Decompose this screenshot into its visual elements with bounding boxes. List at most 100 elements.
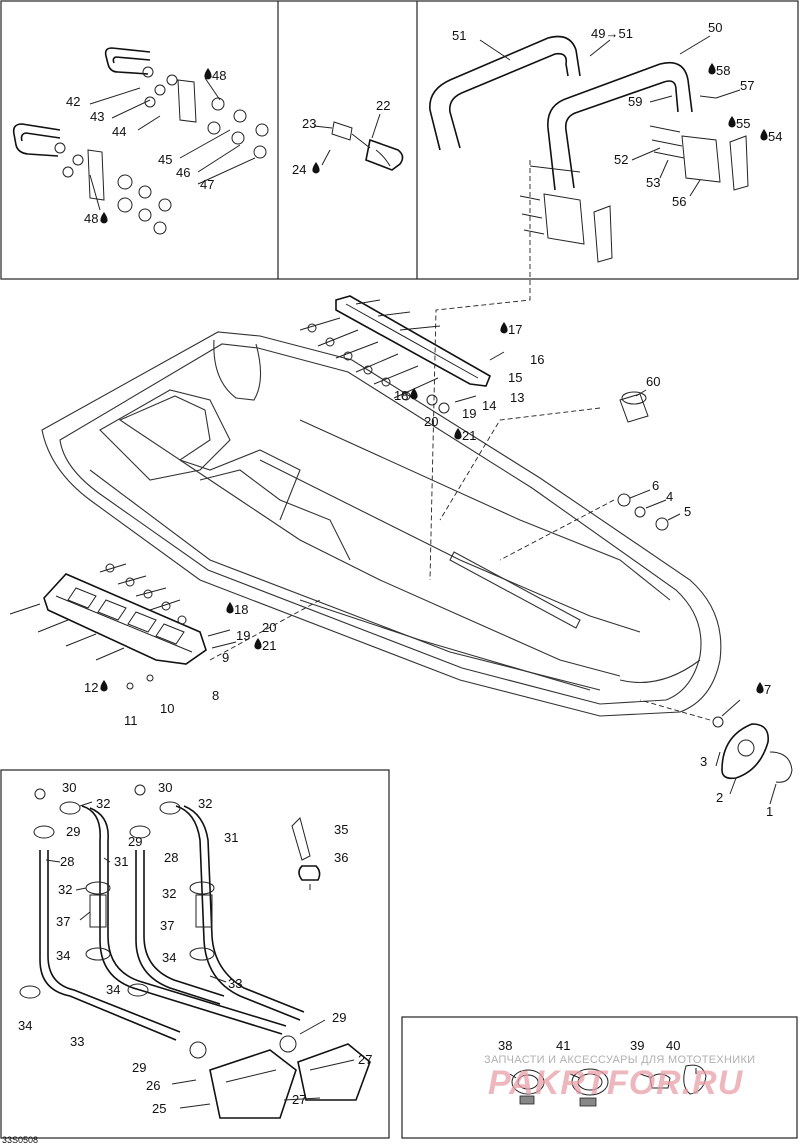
rail-fastener-stack bbox=[426, 351, 505, 414]
callout-16: 16 bbox=[530, 352, 544, 367]
callout-43: 43 bbox=[90, 109, 104, 124]
callout-1: 1 bbox=[766, 804, 773, 819]
callout-21-lower: 21 bbox=[262, 638, 276, 653]
callout-34-left-bottom: 34 bbox=[18, 1018, 32, 1033]
callout-23: 23 bbox=[302, 116, 316, 131]
drop-icon bbox=[728, 116, 736, 128]
callout-29-left: 29 bbox=[66, 824, 80, 839]
callout-20-top: 20 bbox=[424, 414, 438, 429]
watermark-brand: PAKRTFOR.RU bbox=[488, 1064, 744, 1102]
callout-35: 35 bbox=[334, 822, 348, 837]
callout-34-right: 34 bbox=[162, 950, 176, 965]
callout-37-right: 37 bbox=[160, 918, 174, 933]
callout-17: 17 bbox=[508, 322, 522, 337]
callout-8: 8 bbox=[212, 688, 219, 703]
callout-18-top: 18 bbox=[394, 388, 408, 403]
callout-49-51: 49→51 bbox=[591, 26, 633, 41]
drain-plug-part bbox=[619, 389, 649, 423]
callout-27-lower: 27 bbox=[292, 1092, 306, 1107]
callout-15: 15 bbox=[508, 370, 522, 385]
callout-20-lower: 20 bbox=[262, 620, 276, 635]
callout-48-lower: 48 bbox=[84, 211, 98, 226]
drop-icon bbox=[100, 680, 108, 692]
leader-lines-top-left bbox=[89, 77, 256, 211]
callout-29-lower-left: 29 bbox=[132, 1060, 146, 1075]
callout-26: 26 bbox=[146, 1078, 160, 1093]
callout-28-left: 28 bbox=[60, 854, 74, 869]
bailer-hose-routing bbox=[19, 784, 371, 1119]
leader-lines-top-right bbox=[479, 35, 741, 197]
callout-55: 55 bbox=[736, 116, 750, 131]
callout-4: 4 bbox=[666, 489, 673, 504]
callout-36: 36 bbox=[334, 850, 348, 865]
top-rub-rail bbox=[299, 295, 505, 414]
callout-5: 5 bbox=[684, 504, 691, 519]
electrical-connector-assembly bbox=[313, 113, 404, 171]
callout-42: 42 bbox=[66, 94, 80, 109]
washer-group-4-5-6 bbox=[617, 489, 681, 531]
callout-30-right: 30 bbox=[158, 780, 172, 795]
callout-24: 24 bbox=[292, 162, 306, 177]
callout-40: 40 bbox=[666, 1038, 680, 1053]
callout-47: 47 bbox=[200, 177, 214, 192]
callout-50: 50 bbox=[708, 20, 722, 35]
callout-28-right: 28 bbox=[164, 850, 178, 865]
callout-31-right: 31 bbox=[224, 830, 238, 845]
bolts-top-right bbox=[519, 95, 717, 235]
drop-icon bbox=[756, 682, 764, 694]
callout-31-left: 31 bbox=[114, 854, 128, 869]
callout-labels: 42 43 44 45 46 47 48 48 22 23 24 51 49→5… bbox=[18, 20, 782, 1116]
callout-41: 41 bbox=[556, 1038, 570, 1053]
drop-icon bbox=[454, 428, 462, 440]
drop-icon bbox=[312, 162, 320, 174]
figure-code: 33S0508 bbox=[2, 1135, 39, 1145]
hull-body bbox=[41, 331, 722, 717]
callout-39: 39 bbox=[630, 1038, 644, 1053]
callout-22: 22 bbox=[376, 98, 390, 113]
drop-icon bbox=[204, 68, 212, 80]
hose-clamps bbox=[19, 784, 297, 1059]
callout-29-lower-right: 29 bbox=[332, 1010, 346, 1025]
callout-3: 3 bbox=[700, 754, 707, 769]
dashed-reference-lines bbox=[209, 160, 711, 721]
washer-nut-row-lower bbox=[54, 142, 172, 235]
hose-clamp-kit bbox=[509, 1064, 707, 1107]
callout-52: 52 bbox=[614, 152, 628, 167]
drop-icon bbox=[254, 638, 262, 650]
drop-icon bbox=[708, 63, 716, 75]
callout-37-left: 37 bbox=[56, 914, 70, 929]
rail-bolt-column bbox=[299, 299, 441, 401]
lower-rail-bolts bbox=[9, 563, 187, 690]
callout-10: 10 bbox=[160, 701, 174, 716]
callout-44: 44 bbox=[112, 124, 126, 139]
callout-57: 57 bbox=[740, 78, 754, 93]
watermark-tagline: ЗАПЧАСТИ И АКСЕССУАРЫ ДЛЯ МОТОТЕХНИКИ bbox=[484, 1054, 756, 1066]
callout-53: 53 bbox=[646, 175, 660, 190]
callout-60: 60 bbox=[646, 374, 660, 389]
callout-2: 2 bbox=[716, 790, 723, 805]
callout-34-left-inner: 34 bbox=[106, 982, 120, 997]
drop-icon bbox=[760, 129, 768, 141]
callout-14: 14 bbox=[482, 398, 496, 413]
drop-icon bbox=[100, 212, 108, 224]
callout-7: 7 bbox=[764, 682, 771, 697]
callout-32-left-top: 32 bbox=[96, 796, 110, 811]
callout-45: 45 bbox=[158, 152, 172, 167]
callout-6: 6 bbox=[652, 478, 659, 493]
callout-32-left-mid: 32 bbox=[58, 882, 72, 897]
callout-51: 51 bbox=[452, 28, 466, 43]
callout-27-right: 27 bbox=[358, 1052, 372, 1067]
callout-34-left-mid: 34 bbox=[56, 948, 70, 963]
grab-handle-assembly bbox=[12, 47, 269, 235]
callout-29-right: 29 bbox=[128, 834, 142, 849]
callout-32-right-mid: 32 bbox=[162, 886, 176, 901]
callout-30-left: 30 bbox=[62, 780, 76, 795]
callout-32-right-top: 32 bbox=[198, 796, 212, 811]
callout-9: 9 bbox=[222, 650, 229, 665]
callout-33-right: 33 bbox=[228, 976, 242, 991]
callout-12: 12 bbox=[84, 680, 98, 695]
callout-46: 46 bbox=[176, 165, 190, 180]
callout-21-top: 21 bbox=[462, 428, 476, 443]
drop-icon bbox=[410, 388, 418, 400]
callout-11: 11 bbox=[124, 713, 138, 728]
